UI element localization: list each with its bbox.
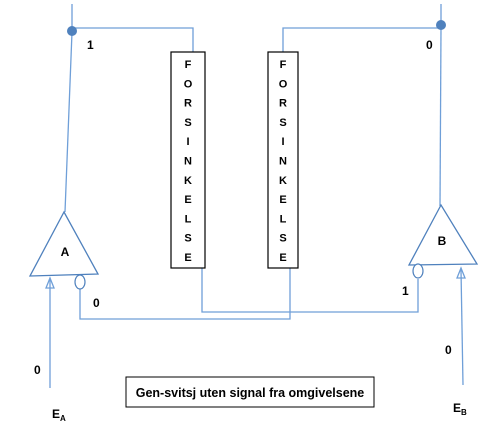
delay-right-letter: O bbox=[279, 78, 288, 90]
junction-dot-right bbox=[436, 20, 446, 30]
delay-left-letter: F bbox=[185, 59, 192, 71]
gate-b-triangle bbox=[407, 203, 479, 266]
delay-right-letter: S bbox=[279, 233, 286, 245]
input-arrow-b-head bbox=[456, 266, 466, 279]
delay-right-letter: L bbox=[280, 213, 287, 225]
input-arrow-b bbox=[460, 269, 464, 386]
delay-right-letter: K bbox=[279, 175, 287, 187]
signal-feedback-b: 1 bbox=[402, 284, 409, 298]
delay-left-letter: S bbox=[184, 233, 191, 245]
input-a-subscript: A bbox=[60, 414, 66, 423]
wire-a-to-delay-left bbox=[72, 27, 194, 52]
signal-input-a-value: 0 bbox=[34, 363, 41, 377]
delay-left-letter: I bbox=[186, 136, 189, 148]
delay-right-letter: S bbox=[279, 117, 286, 129]
input-b-letter: E bbox=[453, 401, 461, 415]
delay-box-left bbox=[170, 51, 206, 269]
signal-output-b: 0 bbox=[426, 38, 433, 52]
gate-b-inverter-bubble bbox=[412, 263, 424, 279]
input-a-letter: E bbox=[52, 407, 60, 421]
signal-output-a: 1 bbox=[87, 38, 94, 52]
junction-dot-left bbox=[67, 26, 77, 36]
delay-left-letter: N bbox=[184, 156, 192, 168]
gate-a-label: A bbox=[61, 245, 70, 259]
wire-a-output bbox=[64, 31, 73, 213]
input-a-name: EA bbox=[52, 407, 66, 423]
gate-a-inverter-bubble bbox=[74, 274, 86, 290]
delay-left-letter: K bbox=[184, 175, 192, 187]
input-b-name: EB bbox=[453, 401, 467, 417]
delay-left-letter: E bbox=[184, 252, 191, 264]
delay-left-letter: E bbox=[184, 194, 191, 206]
input-arrow-a-head bbox=[45, 276, 55, 289]
delay-right-letter: F bbox=[280, 59, 287, 71]
delay-left-letter: S bbox=[184, 117, 191, 129]
delay-right-letter: I bbox=[281, 136, 284, 148]
delay-right-letter: E bbox=[279, 252, 286, 264]
wire-delay-left-to-b bbox=[201, 268, 419, 313]
delay-left-letter: L bbox=[185, 213, 192, 225]
caption-text: Gen-svitsj uten signal fra omgivelsene bbox=[136, 386, 365, 400]
caption-box bbox=[125, 376, 375, 408]
delay-left-letter: R bbox=[184, 98, 192, 110]
wire-delay-right-to-a bbox=[79, 268, 291, 320]
gate-b-label: B bbox=[438, 234, 447, 248]
signal-feedback-a: 0 bbox=[93, 296, 100, 310]
input-b-subscript: B bbox=[461, 408, 467, 417]
gate-a-triangle bbox=[28, 210, 100, 277]
delay-right-letter: E bbox=[279, 194, 286, 206]
wire-b-output bbox=[439, 27, 442, 207]
delay-left-letter: O bbox=[184, 78, 193, 90]
delay-right-letter: R bbox=[279, 98, 287, 110]
signal-input-b-value: 0 bbox=[445, 343, 452, 357]
delay-right-letter: N bbox=[279, 156, 287, 168]
delay-box-right bbox=[267, 51, 299, 269]
wire-b-to-delay-right bbox=[282, 27, 441, 52]
